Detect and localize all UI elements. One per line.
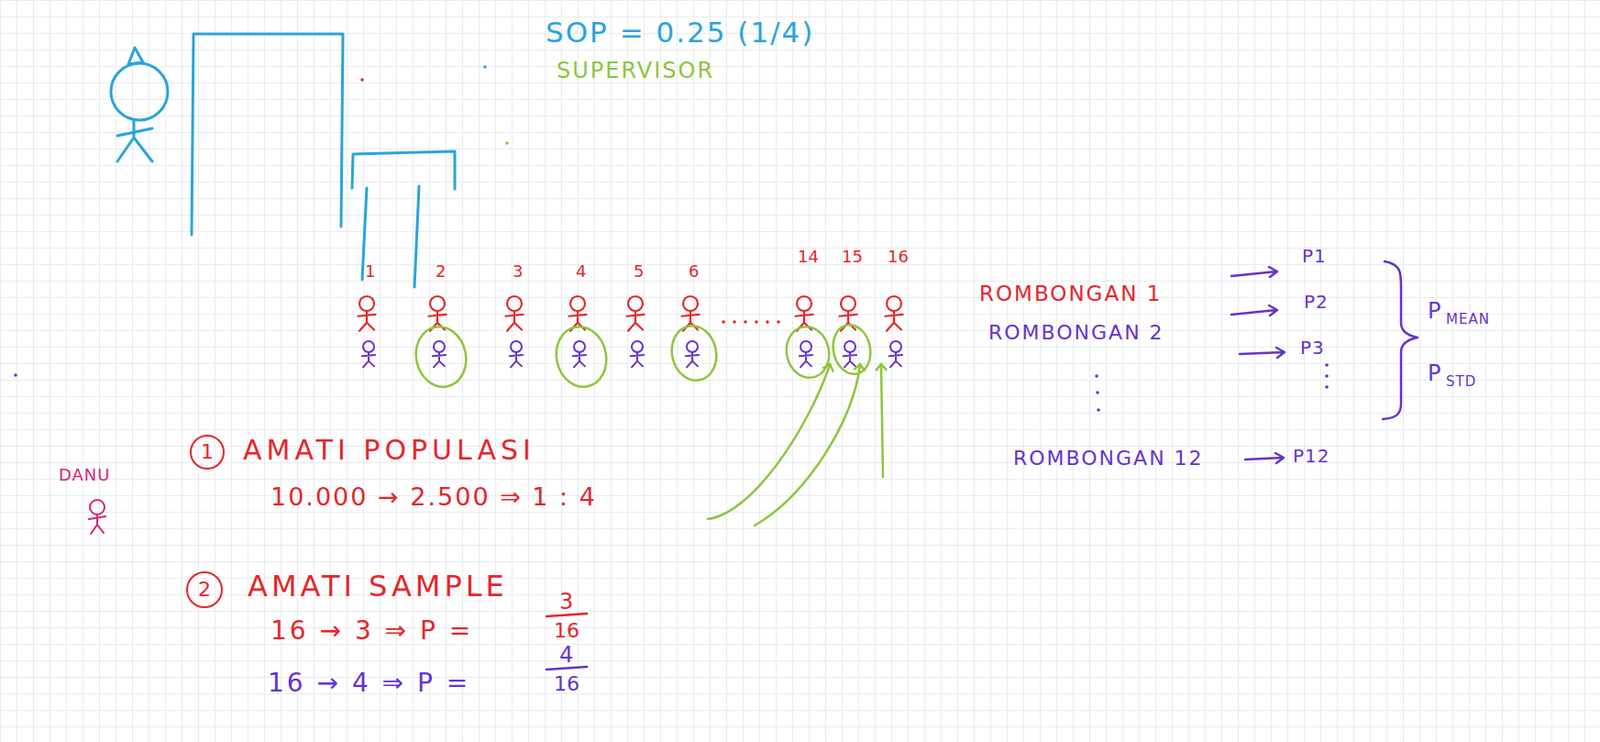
person-figure: [505, 296, 523, 332]
role-label: SUPERVISOR: [556, 58, 715, 83]
people-row: [357, 296, 903, 367]
stray-dot: [483, 65, 487, 69]
queue-number: 4: [575, 262, 586, 281]
probability-note: 16 → 4 ⇒ P =: [267, 669, 471, 698]
step-heading: AMATI SAMPLE: [247, 570, 508, 603]
person-figure: [357, 296, 376, 332]
summary-subscript: MEAN: [1445, 311, 1490, 328]
fraction-denominator: 16: [553, 673, 580, 696]
person-name: DANU: [58, 465, 111, 485]
person-figure: [843, 341, 857, 367]
person-figure: [509, 341, 523, 367]
summary-subscript: STD: [1445, 374, 1477, 390]
group-probability: P12: [1292, 445, 1331, 466]
person-figure: [362, 341, 376, 367]
person-figure: [685, 341, 699, 367]
ratio-note: 10.000 → 2.500 ⇒ 1 : 4: [270, 483, 597, 511]
group-probability: P3: [1300, 337, 1325, 358]
queue-number: 16: [887, 247, 909, 266]
queue-number: 1: [364, 262, 376, 281]
queue-number: 6: [688, 262, 699, 281]
pointer-arrow: [707, 364, 883, 526]
step-number: 1: [200, 441, 214, 463]
person-figure: [626, 296, 644, 332]
group-label: ROMBONGAN 1: [979, 282, 1162, 306]
probability-note: 16 → 3 ⇒ P =: [270, 617, 474, 646]
ellipsis-dots: [721, 320, 781, 324]
sop-note: SOP = 0.25 (1/4): [545, 16, 815, 48]
step-number: 2: [198, 579, 211, 600]
fraction-bar: [546, 613, 587, 617]
stray-dot: [360, 77, 365, 82]
person-figure: [432, 341, 446, 367]
summary-symbol: P: [1427, 298, 1441, 323]
door-drawing: [191, 33, 455, 287]
person-figure: [573, 341, 586, 367]
step-heading: AMATI POPULASI: [242, 434, 536, 465]
queue-number: 2: [435, 262, 446, 281]
group-probability: P2: [1303, 291, 1329, 312]
fraction-denominator: 16: [553, 619, 580, 642]
selection-circles: [410, 320, 875, 391]
queue-number: 15: [841, 247, 863, 266]
queue-number: 5: [633, 262, 644, 281]
supervisor-figure: [110, 47, 168, 162]
person-figure: [884, 296, 903, 332]
person-figure: [799, 341, 813, 367]
queue-number: 3: [512, 262, 523, 281]
group-probability: P1: [1302, 245, 1327, 266]
group-label: ROMBONGAN 2: [988, 321, 1165, 344]
queue-number: 14: [797, 247, 819, 266]
step-circle: 1: [189, 434, 225, 470]
mapping-arrow: [1231, 266, 1285, 464]
person-figure: [630, 341, 644, 367]
fraction-bar: [546, 666, 587, 670]
stray-dot: [13, 373, 18, 377]
stray-dot: [505, 141, 509, 145]
fraction-numerator: 3: [559, 589, 574, 614]
vertical-ellipsis: [1094, 363, 1329, 412]
grouping-brace: [1382, 261, 1418, 420]
danu-figure: [88, 499, 106, 534]
step-circle: 2: [186, 571, 223, 608]
fraction-numerator: 4: [559, 642, 574, 667]
person-figure: [889, 341, 903, 367]
group-label: ROMBONGAN 12: [1013, 447, 1204, 470]
summary-symbol: P: [1427, 361, 1441, 386]
